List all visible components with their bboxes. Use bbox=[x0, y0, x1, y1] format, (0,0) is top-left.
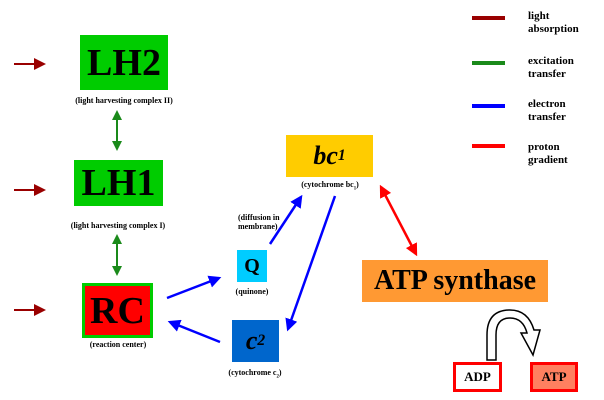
electron-arrow-bc1-c2 bbox=[285, 195, 337, 332]
legend-proton-gradient-line bbox=[472, 144, 505, 148]
lh2-box: LH2 bbox=[80, 35, 168, 90]
q-label: (quinone) bbox=[235, 287, 269, 296]
legend-electron-transfer-line bbox=[472, 104, 505, 108]
electron-arrow-rc-q bbox=[166, 275, 222, 300]
legend-excitation-transfer-line bbox=[472, 61, 505, 65]
atp-box: ATP bbox=[530, 362, 578, 392]
adp-to-atp-curved-arrow bbox=[486, 309, 541, 361]
atp-synthase-box: ATP synthase bbox=[362, 260, 548, 302]
lh2-label: (light harvesting complex II) bbox=[75, 96, 173, 105]
electron-arrow-c2-rc bbox=[167, 319, 221, 344]
legend-light-absorption-line bbox=[472, 16, 505, 20]
rc-box: RC bbox=[82, 283, 153, 338]
bc1-label: (cytochrome bc1) bbox=[301, 180, 359, 192]
c2-label: (cytochrome c2) bbox=[228, 368, 282, 380]
q-box: Q bbox=[237, 250, 267, 282]
lh1-box: LH1 bbox=[74, 160, 163, 206]
lh1-label: (light harvesting complex I) bbox=[70, 221, 166, 230]
rc-label: (reaction center) bbox=[89, 340, 147, 349]
electron-arrow-q-bc1 bbox=[268, 194, 303, 245]
proton-arrow-bc1-atp bbox=[379, 184, 418, 257]
adp-box: ADP bbox=[453, 362, 502, 392]
